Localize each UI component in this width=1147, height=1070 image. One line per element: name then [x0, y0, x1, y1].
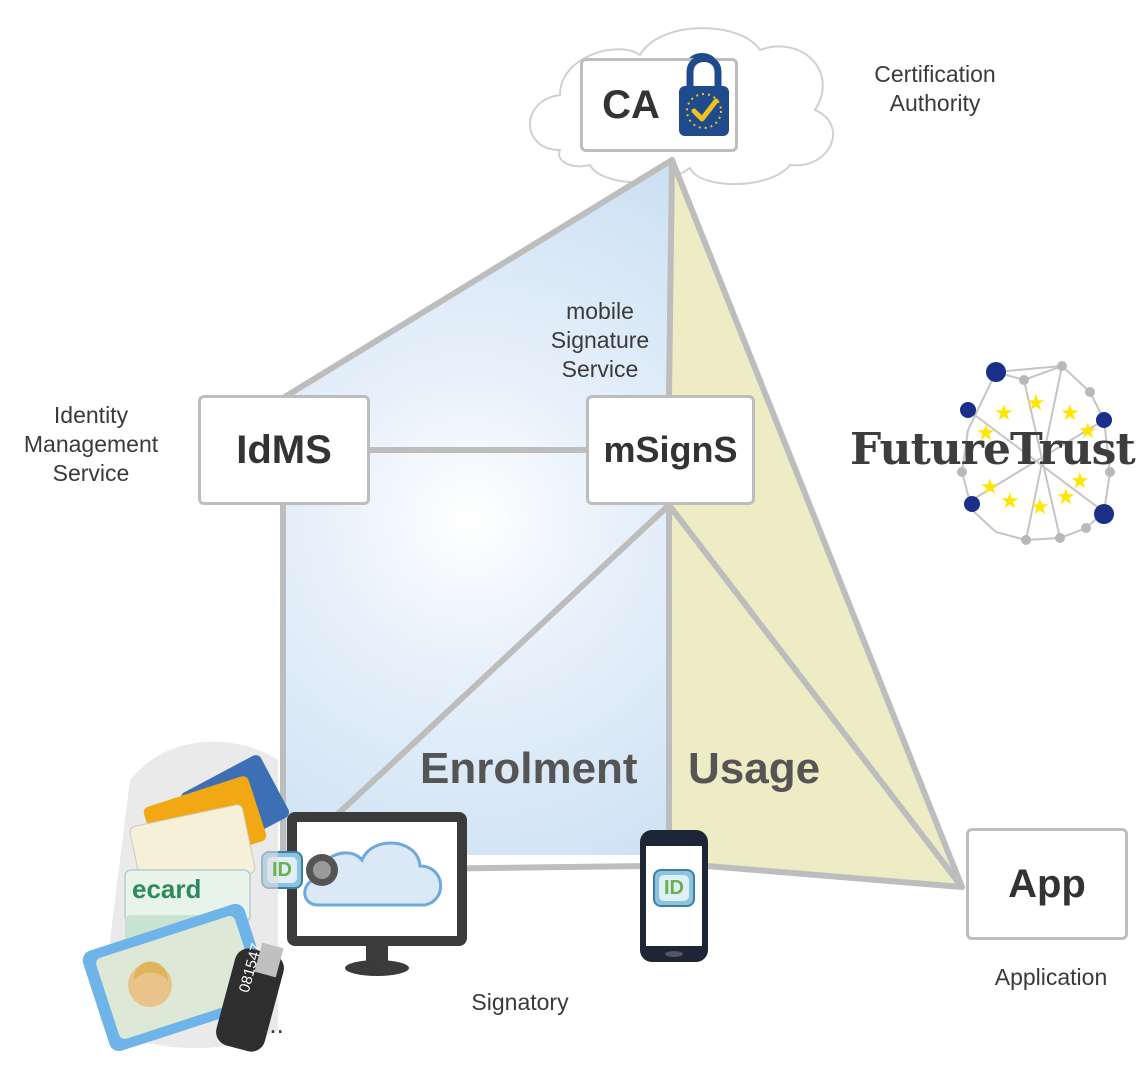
svg-text:★: ★ — [1078, 419, 1098, 444]
app-node-text: App — [1008, 861, 1086, 906]
svg-text:★: ★ — [976, 421, 996, 446]
idms-description-line2: Management — [23, 431, 159, 457]
app-node: App — [966, 828, 1128, 940]
msigns-description: mobile Signature Service — [520, 297, 680, 384]
svg-text:★: ★ — [1026, 391, 1046, 416]
ellipsis-label: ... — [262, 1009, 284, 1039]
id-badge-phone — [653, 869, 695, 907]
ca-description-line2: Authority — [889, 90, 981, 116]
idms-description-line3: Service — [52, 460, 130, 486]
futuretrust-logo-text: FutureTrust — [850, 424, 1136, 475]
id-cards-stack — [82, 741, 290, 1052]
idms-description-line1: Identity — [53, 402, 129, 428]
msigns-description-line3: Service — [561, 356, 639, 382]
futuretrust-network-icon: ★★ ★★ ★★ ★★ ★★ — [957, 361, 1115, 545]
signatory-label: Signatory — [471, 989, 569, 1015]
msigns-description-line1: mobile — [566, 298, 634, 324]
ca-node-text: CA — [602, 82, 660, 127]
id-badge-phone-text: ID — [664, 877, 684, 899]
enrolment-region — [283, 160, 672, 855]
idms-node: IdMS — [198, 395, 370, 505]
msigns-description-line2: Signature — [550, 327, 650, 353]
svg-text:★: ★ — [994, 401, 1014, 426]
idms-node-text: IdMS — [236, 427, 332, 472]
msigns-node-text: mSignS — [603, 429, 738, 470]
card-reader-icon — [306, 854, 338, 886]
svg-text:★: ★ — [1060, 401, 1080, 426]
svg-text:★: ★ — [1030, 495, 1050, 520]
svg-text:★: ★ — [1056, 485, 1076, 510]
svg-text:★: ★ — [1070, 469, 1090, 494]
app-description: Application — [994, 964, 1108, 990]
ecard-label: ecard — [132, 874, 202, 904]
ca-description: Certification Authority — [850, 60, 1020, 118]
ca-description-line1: Certification — [874, 61, 996, 87]
ca-node: CA — [580, 58, 738, 152]
id-badge-computer-text: ID — [272, 859, 292, 881]
usage-label: Usage — [688, 744, 821, 793]
svg-text:★: ★ — [1000, 489, 1020, 514]
idms-description: Identity Management Service — [6, 401, 176, 488]
enrolment-label: Enrolment — [420, 744, 638, 793]
msigns-node: mSignS — [586, 395, 755, 505]
computer-monitor-icon — [287, 812, 467, 976]
svg-text:★: ★ — [980, 475, 1000, 500]
